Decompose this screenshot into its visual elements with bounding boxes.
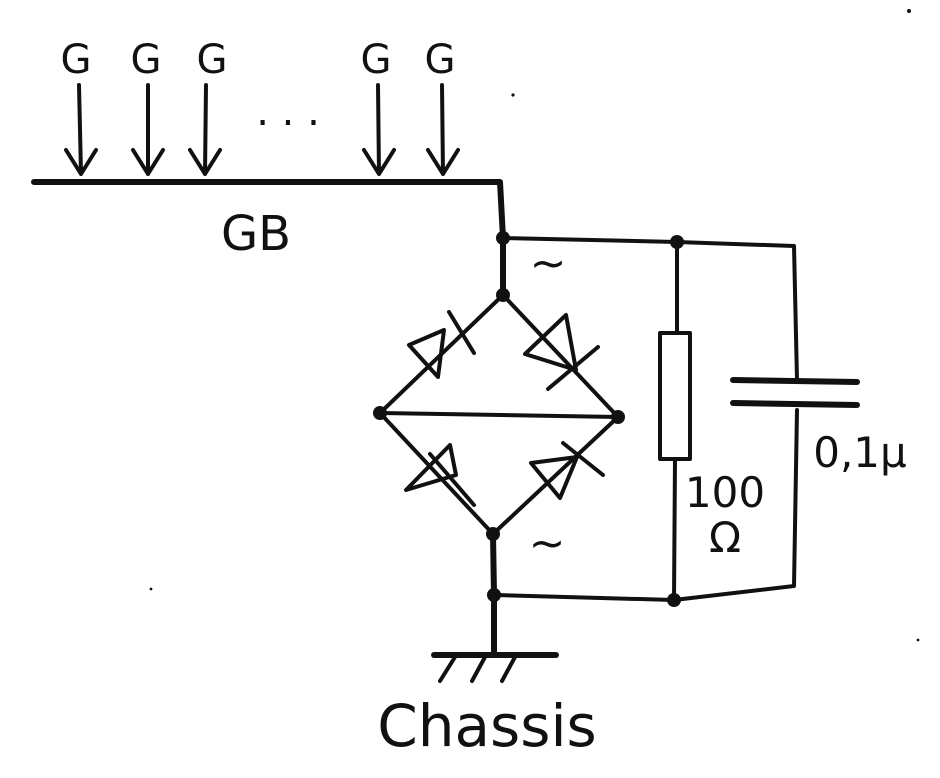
arrow-3	[188, 83, 222, 176]
paper-speck-3	[149, 587, 153, 591]
signal-label-4: G	[361, 37, 392, 83]
resistor-lead-bottom	[672, 457, 677, 602]
capacitor-bottom-plate	[730, 400, 860, 408]
diode-upper-left	[407, 310, 476, 379]
paper-speck-4	[916, 638, 920, 642]
diode-lower-right	[529, 441, 605, 500]
resistor-value: 100	[685, 468, 765, 517]
diode-lower-left	[404, 443, 476, 507]
ellipsis: . . .	[256, 89, 320, 135]
chassis-label: Chassis	[377, 692, 597, 760]
arrow-5	[426, 83, 460, 176]
bottom-bridge-lead	[490, 531, 497, 598]
bridge-center-line	[378, 411, 620, 419]
ground-hatch	[438, 655, 517, 683]
ac-top-tilde: ~	[530, 238, 567, 289]
signal-arrows	[64, 83, 460, 176]
diode-upper-right	[523, 313, 600, 391]
bridge-right-node	[611, 410, 625, 424]
paper-speck-2	[511, 93, 515, 97]
bus-line	[31, 179, 506, 241]
bridge-left-node	[373, 406, 387, 420]
capacitor-top-plate	[730, 377, 860, 385]
signal-labels: G G G G G	[61, 37, 456, 83]
arrow-1	[64, 83, 98, 176]
paper-speck-1	[907, 9, 911, 13]
arrow-4	[362, 83, 396, 176]
resistor-body	[658, 331, 692, 461]
signal-label-3: G	[197, 37, 228, 83]
signal-label-2: G	[131, 37, 162, 83]
top-rail	[501, 236, 799, 382]
bus-label: GB	[221, 206, 291, 262]
arrow-2	[131, 83, 165, 176]
ac-bottom-tilde: ~	[529, 518, 566, 569]
bottom-rail	[492, 408, 799, 602]
bridge-top-node	[496, 288, 510, 302]
capacitor-value: 0,1μ	[813, 428, 907, 477]
resistor-unit: Ω	[709, 513, 741, 562]
signal-label-5: G	[425, 37, 456, 83]
signal-label-1: G	[61, 37, 92, 83]
